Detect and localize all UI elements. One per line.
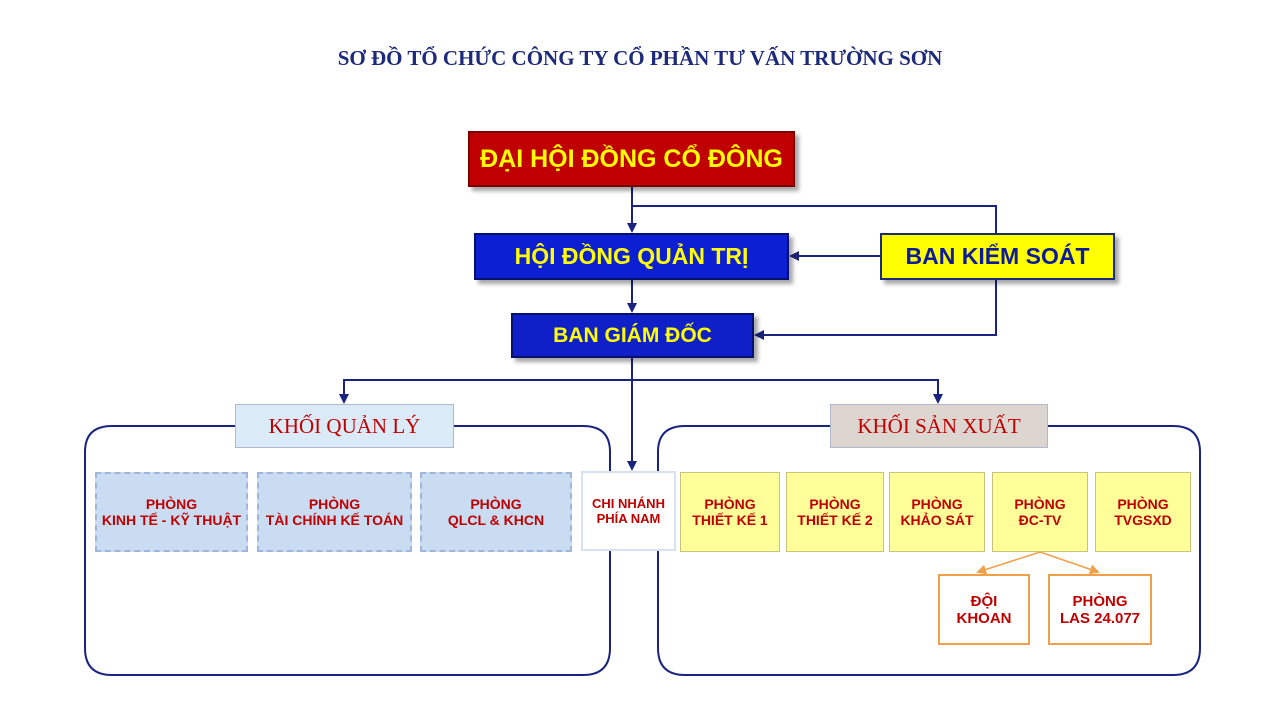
production-block-outline xyxy=(657,425,1201,676)
production-block-label: KHỐI SẢN XUẤT xyxy=(857,413,1021,438)
las-lab-box: PHÒNG LAS 24.077 xyxy=(1048,574,1152,645)
supervisory-label: BAN KIỂM SOÁT xyxy=(905,243,1090,269)
dept-line2: ĐC-TV xyxy=(1018,512,1062,528)
sub-line2: KHOAN xyxy=(956,609,1012,627)
supervisory-box: BAN KIỂM SOÁT xyxy=(880,233,1115,280)
southern-branch-box: CHI NHÁNH PHÍA NAM xyxy=(581,471,676,551)
dept-line2: TÀI CHÍNH KẾ TOÁN xyxy=(265,512,404,528)
dept-finance-accounting: PHÒNG TÀI CHÍNH KẾ TOÁN xyxy=(257,472,412,552)
dept-line1: PHÒNG xyxy=(704,496,756,512)
directors-box: BAN GIÁM ĐỐC xyxy=(511,313,754,358)
sub-line1: ĐỘI xyxy=(970,592,998,610)
page-title: SƠ ĐỒ TỔ CHỨC CÔNG TY CỔ PHẦN TƯ VẤN TRƯ… xyxy=(337,46,943,70)
dept-geology-hydrology: PHÒNG ĐC-TV xyxy=(992,472,1088,552)
board-label: HỘI ĐỒNG QUẢN TRỊ xyxy=(514,243,749,269)
dept-design-1: PHÒNG THIẾT KẾ 1 xyxy=(680,472,780,552)
board-box: HỘI ĐỒNG QUẢN TRỊ xyxy=(474,233,789,280)
shareholders-label: ĐẠI HỘI ĐỒNG CỔ ĐÔNG xyxy=(480,144,783,173)
dept-line1: PHÒNG xyxy=(911,496,963,512)
directors-label: BAN GIÁM ĐỐC xyxy=(553,323,712,347)
management-block-header: KHỐI QUẢN LÝ xyxy=(235,404,454,448)
dept-line2: TVGSXD xyxy=(1114,512,1172,528)
management-block-label: KHỐI QUẢN LÝ xyxy=(268,413,421,438)
dept-construction-supervision: PHÒNG TVGSXD xyxy=(1095,472,1191,552)
branch-line2: PHÍA NAM xyxy=(596,511,661,526)
production-block-header: KHỐI SẢN XUẤT xyxy=(830,404,1048,448)
dept-line1: PHÒNG xyxy=(1117,496,1169,512)
management-block-outline xyxy=(84,425,611,676)
dept-line2: KINH TẾ - KỸ THUẬT xyxy=(101,512,242,528)
dept-survey: PHÒNG KHẢO SÁT xyxy=(889,472,985,552)
drilling-team-box: ĐỘI KHOAN xyxy=(938,574,1030,645)
dept-line1: PHÒNG xyxy=(809,496,861,512)
dept-economic-technical: PHÒNG KINH TẾ - KỸ THUẬT xyxy=(95,472,248,552)
dept-line1: PHÒNG xyxy=(1014,496,1066,512)
dept-line2: KHẢO SÁT xyxy=(900,512,974,528)
dept-line2: THIẾT KẾ 2 xyxy=(797,512,873,528)
dept-line2: THIẾT KẾ 1 xyxy=(692,512,768,528)
sub-line1: PHÒNG xyxy=(1072,592,1128,610)
dept-line1: PHÒNG xyxy=(145,496,198,512)
dept-line2: QLCL & KHCN xyxy=(447,512,545,528)
dept-line1: PHÒNG xyxy=(470,496,522,512)
branch-line1: CHI NHÁNH xyxy=(592,496,665,511)
dept-line1: PHÒNG xyxy=(308,496,361,512)
dept-design-2: PHÒNG THIẾT KẾ 2 xyxy=(786,472,884,552)
shareholders-box: ĐẠI HỘI ĐỒNG CỔ ĐÔNG xyxy=(468,131,795,187)
dept-quality-science: PHÒNG QLCL & KHCN xyxy=(420,472,572,552)
sub-line2: LAS 24.077 xyxy=(1059,609,1141,627)
